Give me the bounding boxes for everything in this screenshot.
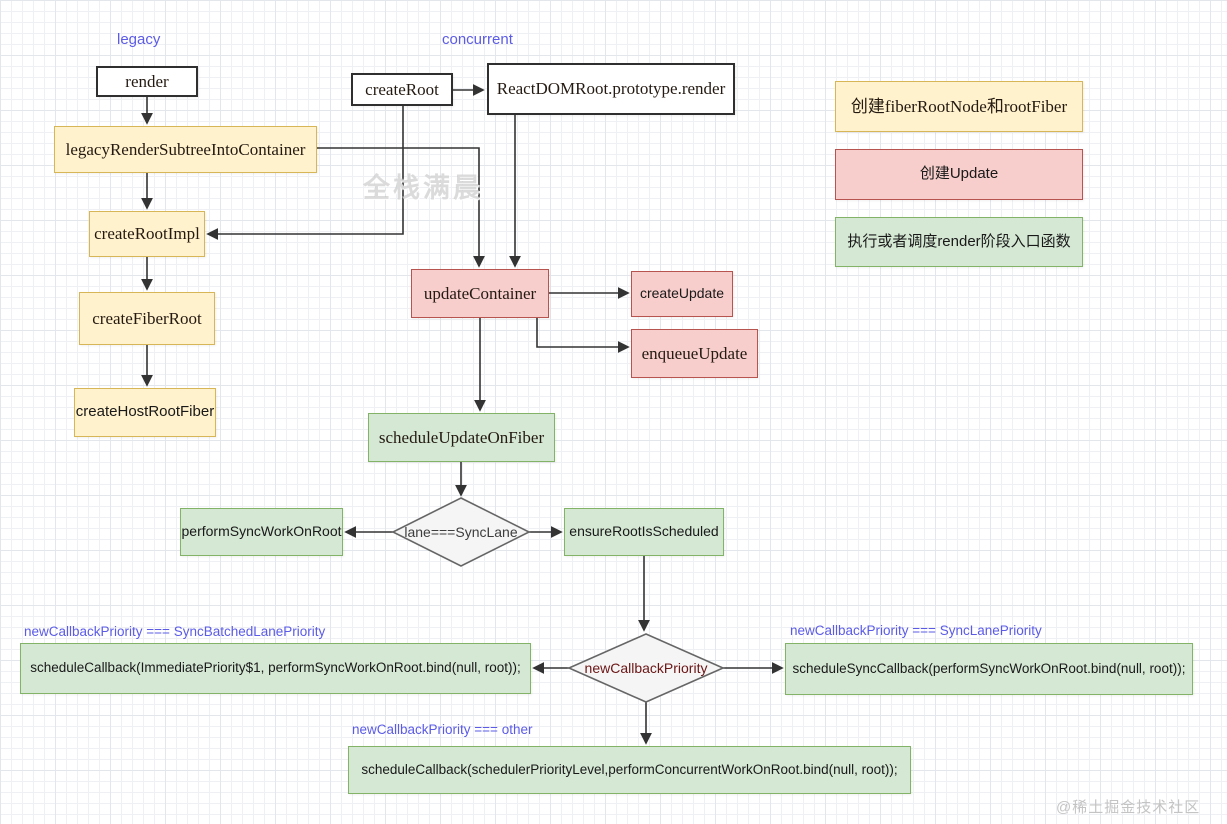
node-create-update: createUpdate [631,271,733,317]
diamond-label-lane-condition: lane===SyncLane [404,524,518,540]
legend-create-fiber-root-node: 创建fiberRootNode和rootFiber [835,81,1083,132]
node-schedule-callback-concurrent: scheduleCallback(schedulerPriorityLevel,… [348,746,911,794]
diamond-label-new-callback-priority: newCallbackPriority [584,660,708,676]
juejin-credit: @稀土掘金技术社区 [1056,799,1201,816]
node-schedule-update-on-fiber: scheduleUpdateOnFiber [368,413,555,462]
condition-label-sync-lane-priority: newCallbackPriority === SyncLanePriority [790,623,1042,638]
node-render: render [96,66,198,97]
watermark-text: 全栈满晨 [363,173,483,203]
node-perform-sync-work-on-root: performSyncWorkOnRoot [180,508,343,556]
node-create-fiber-root: createFiberRoot [79,292,215,345]
node-create-host-root-fiber: createHostRootFiber [74,388,216,437]
legend-schedule-render-entry: 执行或者调度render阶段入口函数 [835,217,1083,267]
node-legacy-render-subtree-into-container: legacyRenderSubtreeIntoContainer [54,126,317,173]
node-enqueue-update: enqueueUpdate [631,329,758,378]
node-create-root: createRoot [351,73,453,106]
node-reactdomroot-prototype-render: ReactDOMRoot.prototype.render [487,63,735,115]
condition-label-sync-batched-lane-priority: newCallbackPriority === SyncBatchedLaneP… [24,624,326,639]
section-label-concurrent: concurrent [442,31,513,48]
node-create-root-impl: createRootImpl [89,211,205,257]
legend-create-update: 创建Update [835,149,1083,200]
node-update-container: updateContainer [411,269,549,318]
arrow-updatecontainer-to-enqueueupdate [536,318,630,353]
section-label-legacy: legacy [117,31,161,48]
condition-label-other: newCallbackPriority === other [352,722,533,737]
node-ensure-root-is-scheduled: ensureRootIsScheduled [564,508,724,556]
node-schedule-sync-callback: scheduleSyncCallback(performSyncWorkOnRo… [785,643,1193,695]
node-schedule-callback-immediate: scheduleCallback(ImmediatePriority$1, pe… [20,643,531,694]
